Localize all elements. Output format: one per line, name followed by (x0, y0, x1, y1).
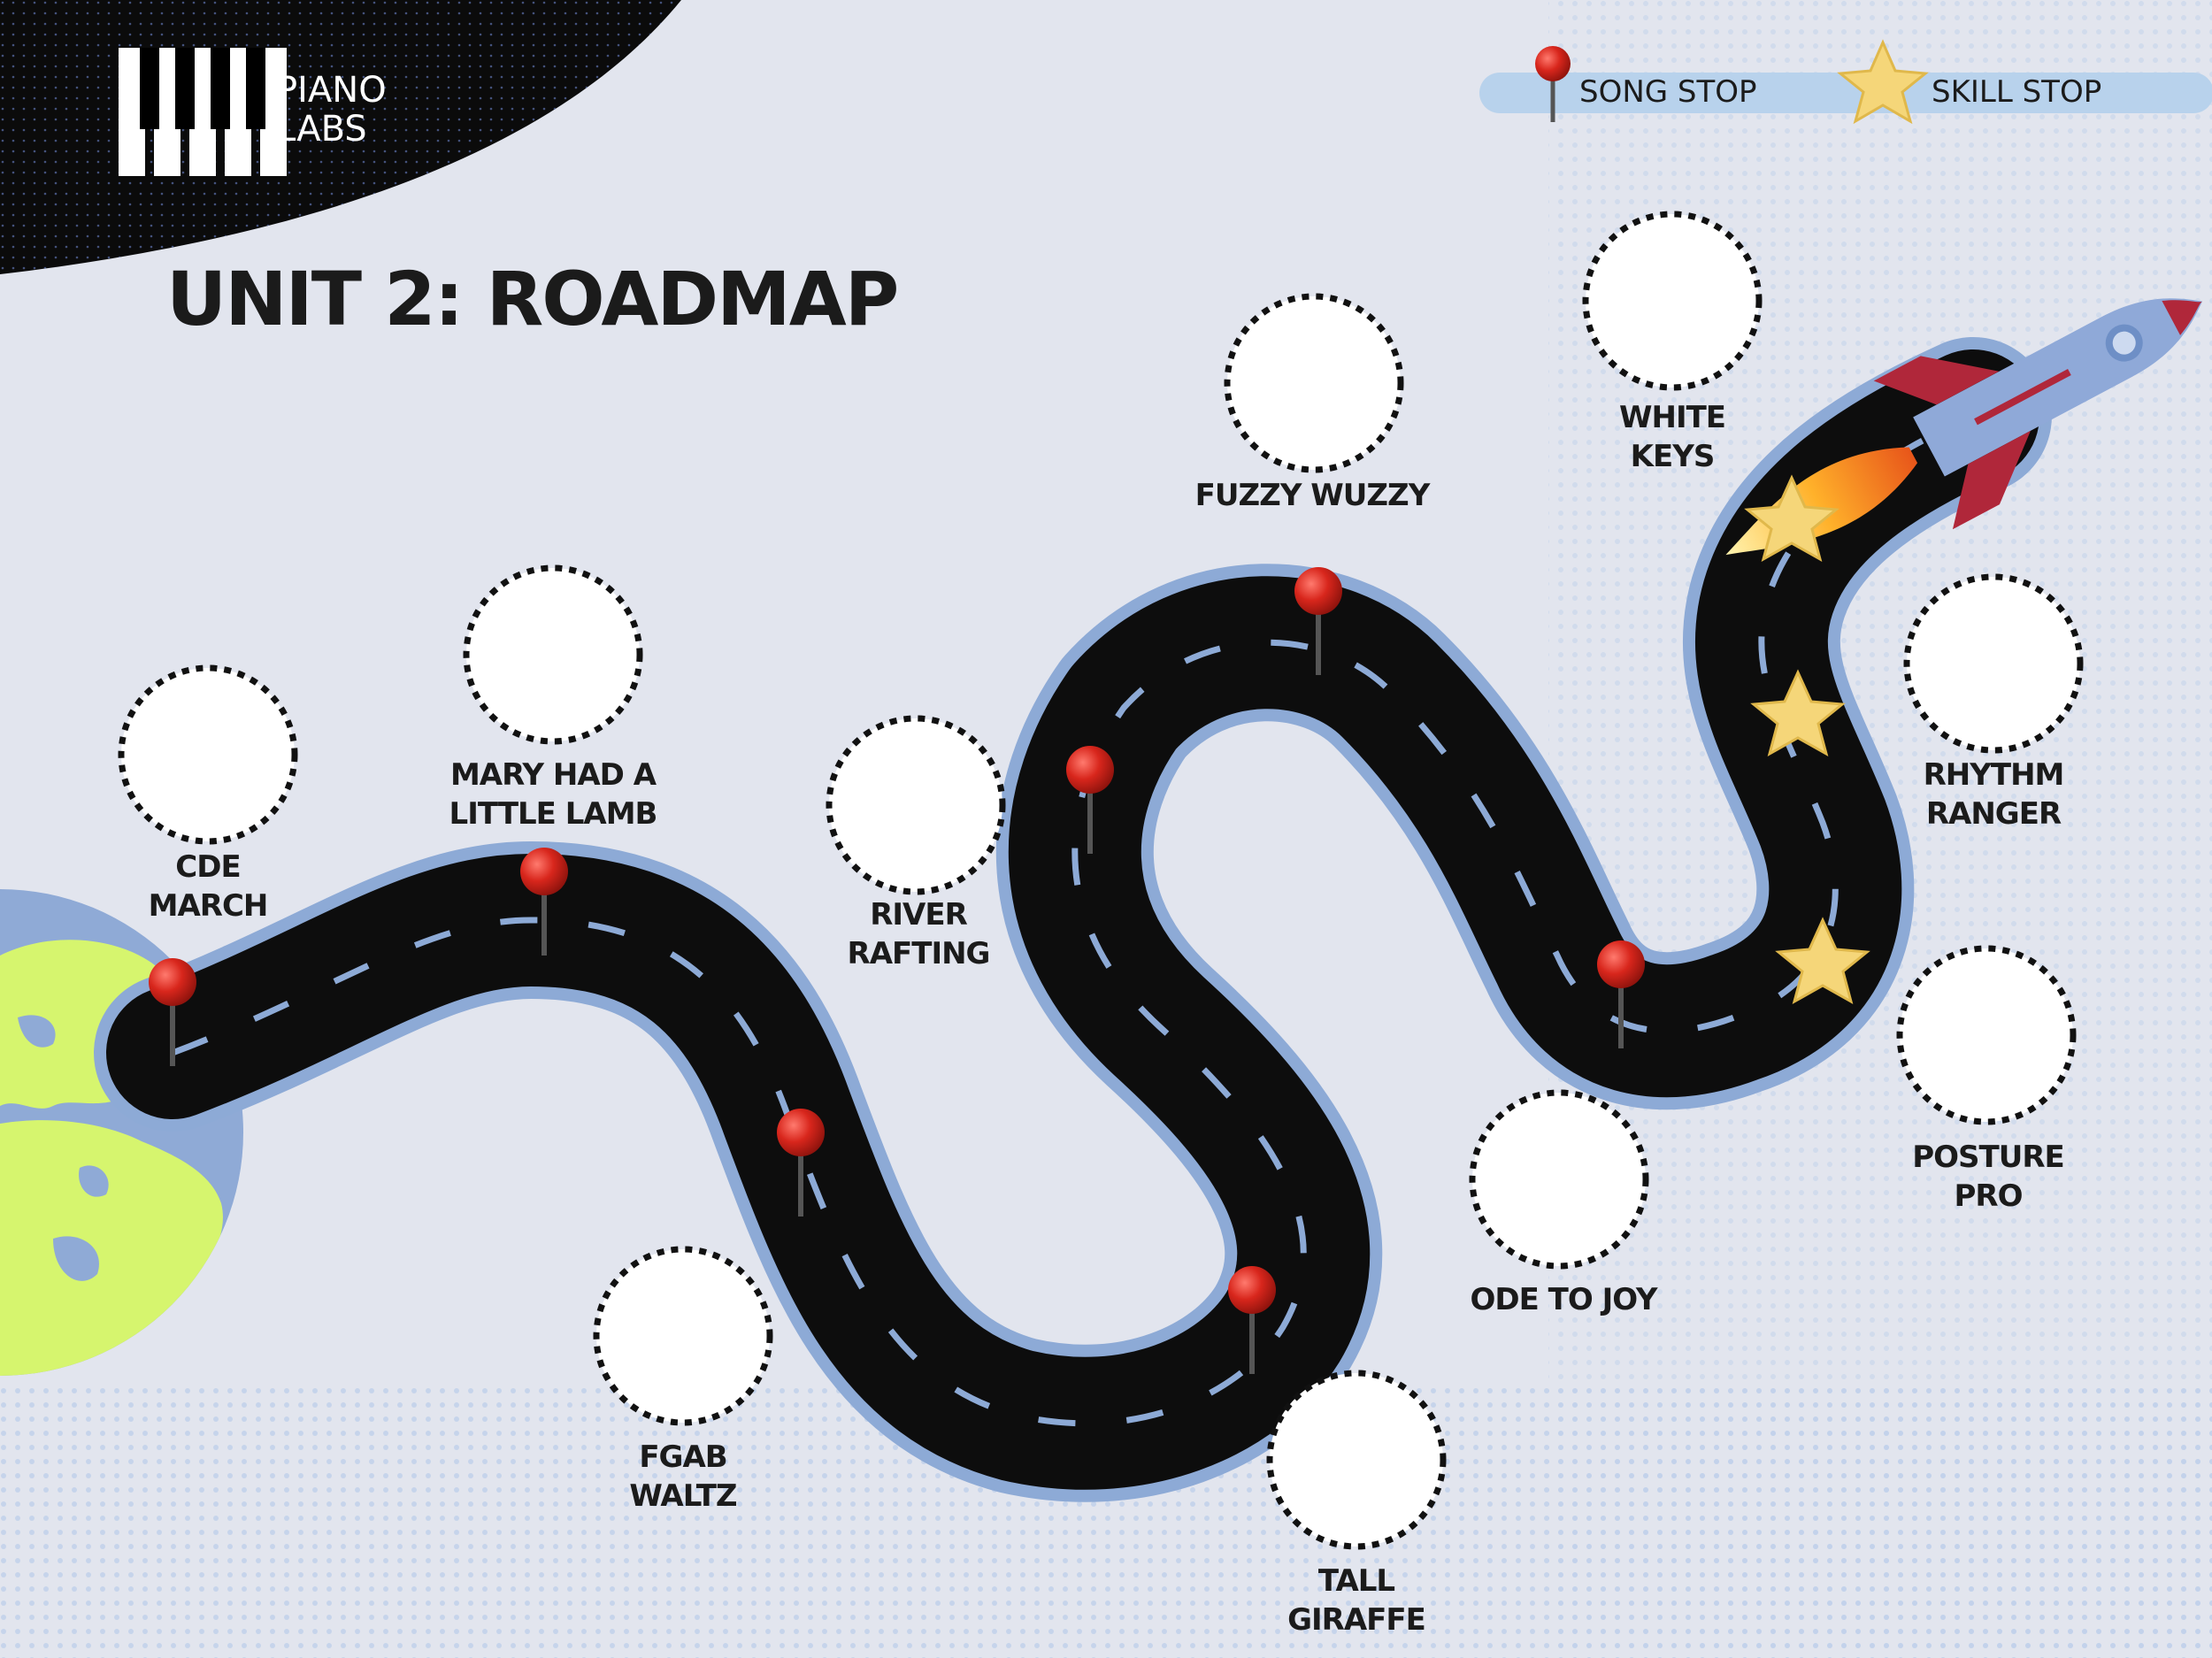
brand-line-2: LABS (276, 110, 387, 149)
page-title: UNIT 2: ROADMAP (166, 257, 897, 342)
sticker-circle-cde-march[interactable] (121, 668, 295, 841)
sticker-circle-rhythm-ranger[interactable] (1907, 577, 2080, 750)
stop-label-ode-to-joy: ODE TO JOY (1404, 1280, 1723, 1319)
stop-label-fuzzy-wuzzy: FUZZY WUZZY (1153, 476, 1471, 515)
sticker-circle-mary-had-a-little-lamb[interactable] (466, 568, 640, 741)
sticker-circle-posture-pro[interactable] (1900, 948, 2073, 1122)
legend-song-stop-label: SONG STOP (1579, 74, 1757, 110)
sticker-circle-tall-giraffe[interactable] (1270, 1373, 1443, 1547)
sticker-circle-fgab-waltz[interactable] (596, 1249, 770, 1423)
sticker-circle-river-rafting[interactable] (829, 718, 1002, 892)
sticker-circle-ode-to-joy[interactable] (1472, 1093, 1646, 1266)
brand-line-1: PIANO (276, 71, 387, 110)
legend-skill-stop-label: SKILL STOP (1932, 74, 2101, 110)
piano-logo-icon (119, 48, 287, 176)
sticker-circle-white-keys[interactable] (1586, 214, 1759, 388)
brand-name: PIANO LABS (276, 71, 387, 149)
sticker-circle-fuzzy-wuzzy[interactable] (1227, 296, 1401, 470)
